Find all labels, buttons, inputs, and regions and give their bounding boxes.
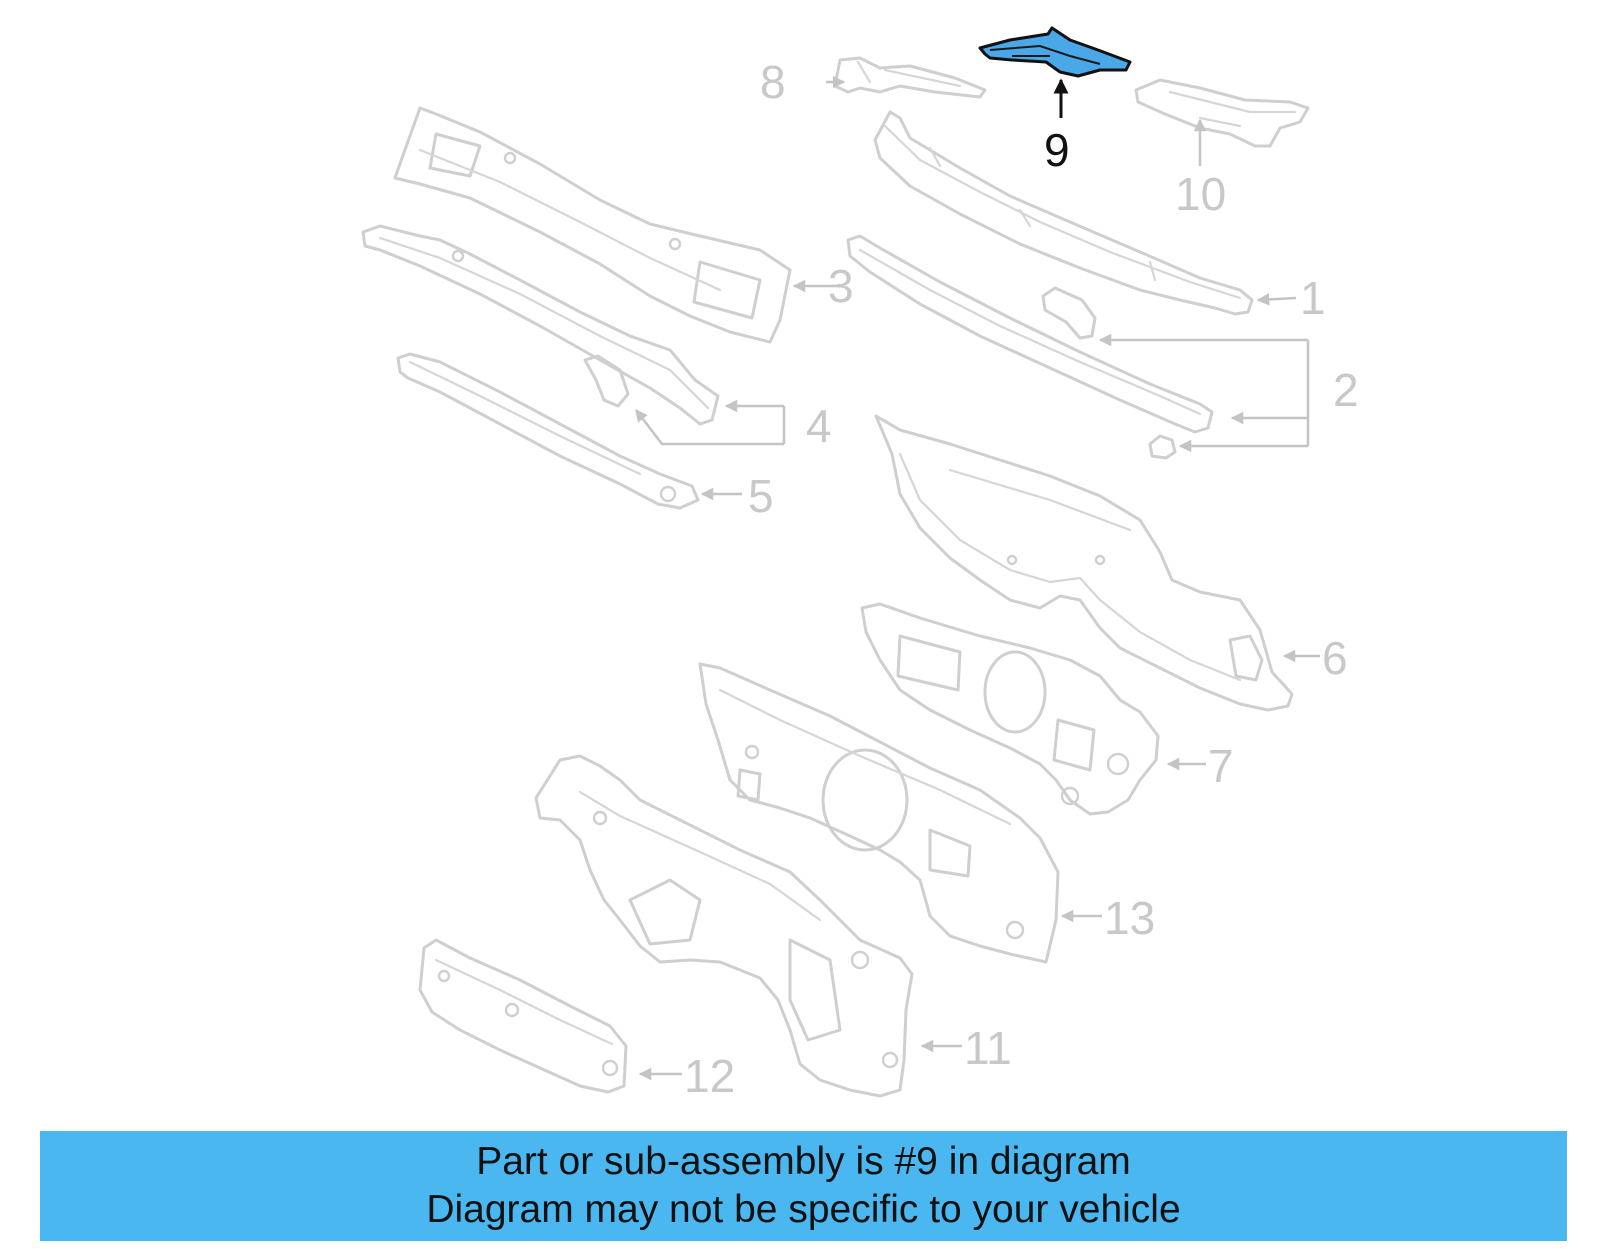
callout-5: 5: [748, 470, 774, 522]
part-11-dash-panel-assembly: [534, 754, 914, 1098]
info-banner: Part or sub-assembly is #9 in diagram Di…: [40, 1131, 1567, 1241]
callout-6: 6: [1322, 632, 1348, 684]
part-9-highlighted: [978, 26, 1132, 78]
banner-line-part: Part or sub-assembly is #9 in diagram: [476, 1140, 1131, 1183]
part-13-dash-lower: [698, 662, 1060, 964]
callout-9: 9: [1044, 124, 1070, 176]
part-5-rail: [396, 352, 700, 510]
part-3-cowl-top: [393, 106, 792, 344]
callout-1: 1: [1300, 272, 1326, 324]
callout-8: 8: [760, 56, 786, 108]
callout-3: 3: [828, 260, 854, 312]
callout-7: 7: [1208, 740, 1234, 792]
leader-4b: [635, 409, 784, 446]
callout-11: 11: [964, 1022, 1012, 1074]
part-2-cowl-reinforcement: [846, 234, 1214, 460]
leader-lines: [635, 75, 1320, 1081]
part-7-dash-insulator: [860, 602, 1160, 816]
callout-13: 13: [1104, 892, 1155, 944]
part-10-bracket: [1134, 78, 1310, 148]
callout-4: 4: [806, 400, 832, 452]
callout-10: 10: [1175, 168, 1226, 220]
banner-line-disclaimer: Diagram may not be specific to your vehi…: [426, 1188, 1181, 1231]
callout-2: 2: [1333, 364, 1359, 416]
part-12-crossmember: [418, 938, 628, 1094]
leader-1: [1256, 293, 1297, 306]
parts-diagram: 8 9 10 1 2 3 4 5 6 7 13 11 12: [361, 26, 1359, 1102]
part-8-bracket: [833, 56, 987, 99]
part-1-cowl-panel: [873, 110, 1254, 316]
callout-12: 12: [684, 1050, 735, 1102]
callout-labels: 8 9 10 1 2 3 4 5 6 7 13 11 12: [684, 56, 1359, 1102]
part-4-cowl-side: [361, 224, 720, 426]
part-6-dash-panel: [874, 414, 1294, 712]
